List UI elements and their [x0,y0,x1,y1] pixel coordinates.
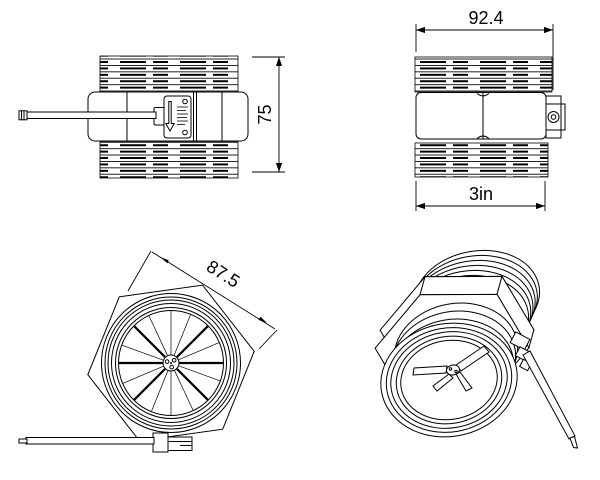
arrowhead-down-icon [275,163,283,172]
front-view-impeller: 87.5 [18,250,278,453]
arrowhead-upleft-icon [160,257,169,264]
probe-rod [25,111,157,119]
probe-rod [25,437,155,445]
arrowhead-left-icon [416,202,425,210]
arrowhead-right-icon [544,26,553,34]
arrowhead-up-icon [275,57,283,66]
thread-section-bottom [414,142,549,178]
flow-direction-arrow-icon [164,101,176,133]
plate-screw-bottom [182,129,188,136]
impeller-hub [162,354,180,372]
sensor-label-plate [163,95,192,139]
probe-mount [167,436,193,451]
dimension-overall-width: 92.4 [415,8,554,90]
chamfer-arc-bottom [476,135,490,139]
extension-line-bottom [258,329,278,350]
dimension-line [151,251,276,330]
impeller-spokes [119,311,223,415]
arrowhead-right-icon [536,202,545,210]
hex-body [415,92,547,140]
impeller-isometric [412,345,490,392]
thread-section-top [99,55,239,93]
dimension-label-87.5: 87.5 [203,256,243,292]
thread-section-bottom [99,141,239,179]
dimension-label-92.4: 92.4 [468,8,503,28]
side-view-with-probe: 75 [18,55,285,179]
probe-tip [18,438,28,444]
thread-section-top [414,56,553,93]
dimension-label-75: 75 [255,104,275,124]
extension-line-top [127,250,152,292]
chamfer-arc-top [476,93,490,97]
dimension-thread-size: 3in [415,181,546,211]
side-view-hex: 92.4 3in [414,8,566,211]
arrowhead-left-icon [416,26,425,34]
impeller-blade-faces [121,311,221,415]
connector-screw-inner [550,114,557,120]
dimension-label-3in: 3in [469,184,493,204]
blade-lower-left [432,373,454,392]
impeller-blade-edges [119,325,223,401]
blade-left [412,365,448,376]
connector-tab [560,103,566,131]
dimension-body-height: 75 [252,56,285,173]
hex-collar-top-facet [419,275,503,296]
probe-assembly-front [18,432,193,453]
probe-tip [569,435,579,449]
probe-tip [18,110,28,121]
probe-rod [522,350,576,440]
arrowhead-downright-icon [258,316,267,323]
sensor-connector-side [545,95,566,139]
probe-isometric [522,350,579,449]
plate-screw-top [182,98,188,105]
plate-text-lines [177,106,188,125]
probe-bracket [152,432,169,453]
isometric-view [374,249,579,449]
